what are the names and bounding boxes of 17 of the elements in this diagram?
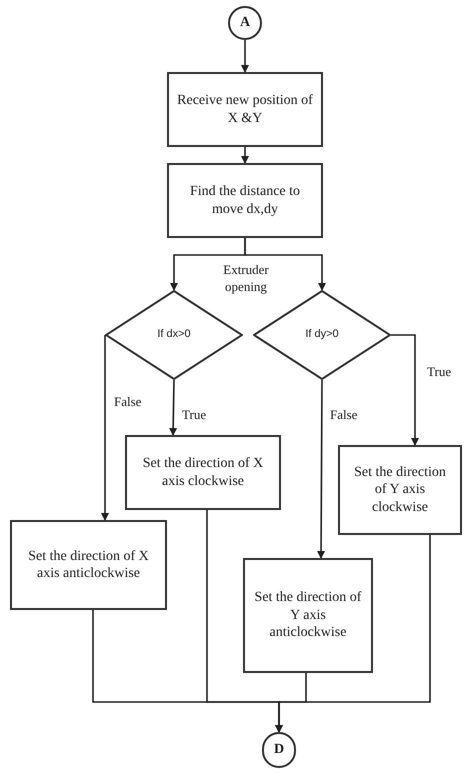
arrow <box>244 238 326 291</box>
arrow <box>101 335 109 521</box>
process-box: Receive new position of X &Y <box>167 72 323 147</box>
process-box: Set the direction of X axis clockwise <box>125 435 281 510</box>
process-box: Find the distance to move dx,dy <box>167 163 323 238</box>
arrow <box>169 380 178 436</box>
arrow <box>391 334 419 446</box>
arrow <box>241 40 249 73</box>
arrow <box>317 380 326 559</box>
process-box: Set the direction of Y axis clockwise <box>338 445 462 535</box>
process-box: Set the direction of X axis anticlockwise <box>10 520 167 610</box>
decision-text: If dy>0 <box>305 328 339 342</box>
decision-text: If dx>0 <box>157 328 191 342</box>
process-box: Set the direction of Y axis anticlockwise <box>243 558 373 673</box>
annotation-text: Extruder opening <box>222 262 270 296</box>
arrow <box>241 147 249 164</box>
arrow <box>275 535 431 733</box>
